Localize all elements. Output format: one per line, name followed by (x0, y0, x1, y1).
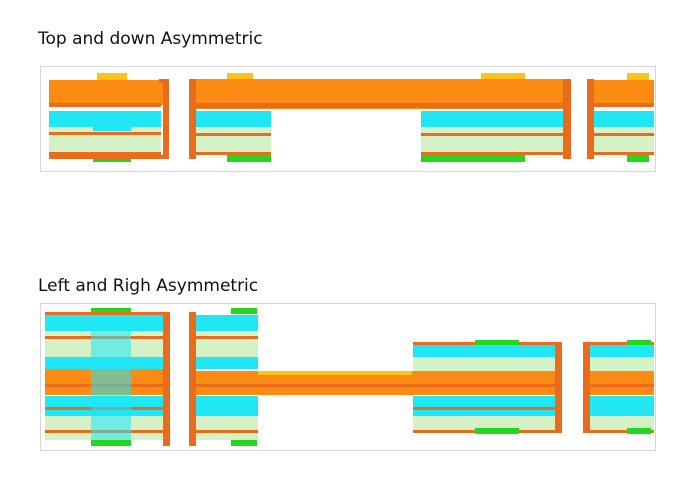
orange-layer (594, 80, 654, 105)
right-board-section (587, 73, 654, 162)
green-pad (421, 155, 525, 162)
dark-orange-line (196, 336, 258, 339)
cyan-via-region (91, 315, 131, 440)
middle-board-section (189, 73, 571, 162)
dark-orange-bracket-left (189, 312, 196, 446)
light-green-layer (413, 416, 557, 430)
cyan-layer (196, 315, 258, 331)
dark-orange-line (413, 407, 557, 410)
yellow-pad (627, 73, 649, 81)
green-pad (231, 308, 257, 314)
left-board-section (45, 308, 170, 446)
yellow-pad (227, 73, 253, 81)
cyan-layer (196, 357, 258, 369)
green-pad (627, 428, 651, 434)
light-green-layer-left (196, 127, 271, 152)
cyan-layer-left (196, 111, 271, 127)
light-green-layer-right (421, 127, 563, 152)
light-green-layer (196, 416, 258, 440)
cyan-layer-right (421, 111, 563, 127)
dark-orange-line (196, 430, 258, 433)
green-pad (475, 428, 519, 434)
dark-orange-line (590, 342, 654, 345)
left-board-section (49, 73, 169, 162)
top-down-asymmetric-diagram (40, 66, 656, 172)
dark-orange-line (594, 103, 654, 107)
top-down-asymmetric-title: Top and down Asymmetric (38, 29, 263, 49)
green-pad (231, 440, 257, 446)
dark-orange-line (49, 132, 161, 135)
dark-orange-bracket-side (163, 79, 169, 159)
green-pad (475, 340, 519, 346)
middle-board-section (189, 308, 562, 446)
right-board-section (583, 340, 654, 434)
cyan-layer (590, 345, 654, 357)
dark-orange-bracket-left (587, 79, 594, 159)
yellow-strip (258, 371, 412, 375)
light-green-layer (590, 357, 654, 371)
green-pad (91, 440, 131, 446)
light-green-layer (196, 331, 258, 357)
dark-orange-line (587, 152, 654, 155)
orange-layer (49, 80, 163, 105)
cutout-gap (273, 111, 419, 159)
dark-orange-line (196, 133, 271, 136)
dark-orange-bracket-bottom (49, 155, 169, 159)
cyan-via-region (93, 111, 131, 131)
dark-orange-line (421, 152, 571, 155)
yellow-pad (97, 73, 127, 81)
cyan-layer (590, 396, 654, 416)
dark-orange-bracket-side (163, 312, 170, 446)
dark-orange-line (49, 103, 161, 107)
dark-orange-bracket-right (563, 79, 571, 159)
dark-orange-bracket-left (583, 342, 590, 433)
left-right-asymmetric-title: Left and Righ Asymmetric (38, 276, 259, 296)
cyan-layer (594, 111, 654, 127)
orange-layer (590, 371, 654, 395)
dark-orange-line (590, 384, 654, 387)
green-pad (627, 155, 649, 162)
dark-orange-line (45, 312, 167, 315)
yellow-pad (481, 73, 525, 81)
dark-orange-line (590, 430, 654, 433)
cyan-layer (196, 396, 258, 416)
dark-orange-bracket-right (555, 342, 562, 433)
green-pad (91, 308, 131, 314)
dark-orange-line (196, 384, 556, 387)
left-right-asymmetric-diagram (40, 303, 656, 451)
dark-orange-bracket-left (189, 79, 196, 159)
light-green-layer (590, 416, 654, 430)
dark-orange-line (594, 133, 654, 136)
dark-orange-line (421, 133, 563, 136)
dark-orange-line (196, 152, 271, 155)
dark-orange-line (49, 152, 161, 155)
cyan-layer (413, 345, 557, 357)
green-pad (227, 155, 271, 162)
green-pad (627, 340, 651, 346)
light-green-layer (413, 357, 557, 371)
light-green-layer (594, 127, 654, 152)
dark-orange-line (189, 103, 571, 108)
cyan-layer (413, 396, 557, 416)
light-green-layer (49, 135, 161, 152)
